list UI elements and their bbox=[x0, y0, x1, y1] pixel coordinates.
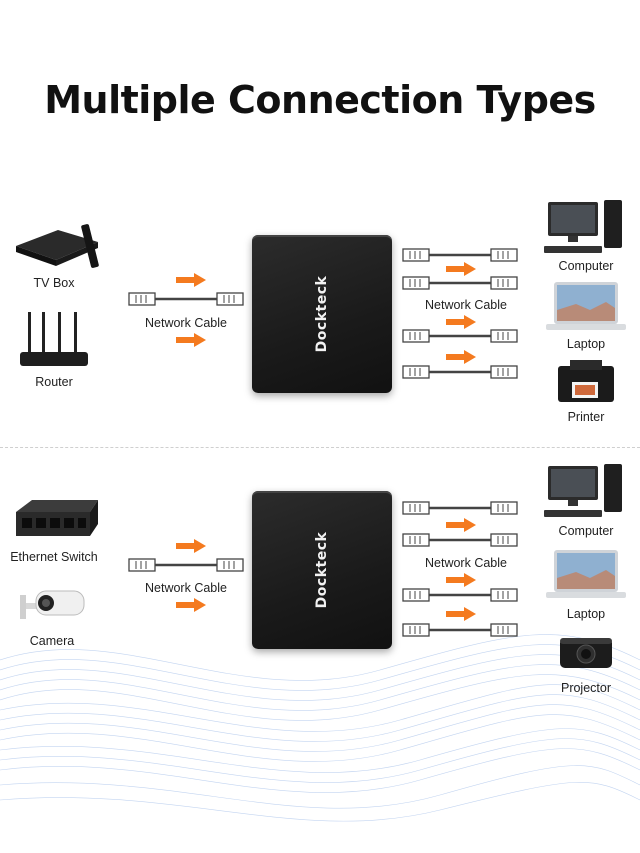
brand-logo: Dockteck bbox=[314, 531, 330, 609]
desktop-computer-icon bbox=[544, 464, 622, 517]
output-label-printer: Printer bbox=[567, 410, 605, 424]
arrow-right-icon bbox=[446, 518, 476, 532]
arrow-right-icon bbox=[446, 607, 476, 621]
desktop-computer-icon bbox=[544, 200, 622, 253]
network-cable-icon bbox=[402, 501, 518, 515]
output-label-laptop: Laptop bbox=[566, 337, 606, 351]
arrow-right-icon bbox=[446, 315, 476, 329]
input-label-tv-box: TV Box bbox=[33, 276, 75, 290]
laptop-icon bbox=[546, 282, 626, 330]
section-divider bbox=[0, 447, 640, 448]
network-cable-icon bbox=[402, 588, 518, 602]
input-label-camera: Camera bbox=[29, 634, 75, 648]
wave-background bbox=[0, 634, 640, 822]
input-cable-label: Network Cable bbox=[145, 581, 227, 595]
network-cable-icon bbox=[402, 533, 518, 547]
ethernet-splitter-device: Dockteck bbox=[252, 235, 392, 393]
laptop-icon bbox=[546, 550, 626, 598]
arrow-right-icon bbox=[176, 598, 206, 612]
arrow-right-icon bbox=[176, 333, 206, 347]
output-label-computer: Computer bbox=[558, 524, 614, 538]
network-cable-icon bbox=[402, 276, 518, 290]
arrow-right-icon bbox=[446, 262, 476, 276]
printer-icon bbox=[558, 360, 614, 402]
arrow-right-icon bbox=[446, 573, 476, 587]
network-cable-icon bbox=[128, 558, 244, 572]
tv-box-icon bbox=[16, 224, 99, 268]
input-label-ethernet-switch: Ethernet Switch bbox=[10, 550, 98, 564]
output-label-computer: Computer bbox=[558, 259, 614, 273]
input-cable-label: Network Cable bbox=[145, 316, 227, 330]
output-label-laptop: Laptop bbox=[566, 607, 606, 621]
ethernet-switch-icon bbox=[16, 500, 98, 536]
arrow-right-icon bbox=[446, 350, 476, 364]
input-label-router: Router bbox=[35, 375, 73, 389]
arrow-right-icon bbox=[176, 539, 206, 553]
network-cable-icon bbox=[402, 329, 518, 343]
output-label-projector: Projector bbox=[560, 681, 612, 695]
projector-icon bbox=[560, 638, 612, 668]
arrow-right-icon bbox=[176, 273, 206, 287]
security-camera-icon bbox=[20, 590, 85, 619]
network-cable-icon bbox=[402, 248, 518, 262]
router-icon bbox=[20, 312, 88, 366]
network-cable-icon bbox=[128, 292, 244, 306]
network-cable-icon bbox=[402, 623, 518, 637]
ethernet-splitter-device: Dockteck bbox=[252, 491, 392, 649]
network-cable-icon bbox=[402, 365, 518, 379]
brand-logo: Dockteck bbox=[314, 275, 330, 353]
page-title: Multiple Connection Types bbox=[44, 78, 596, 122]
output-cable-label: Network Cable bbox=[425, 298, 507, 312]
output-cable-label: Network Cable bbox=[425, 556, 507, 570]
